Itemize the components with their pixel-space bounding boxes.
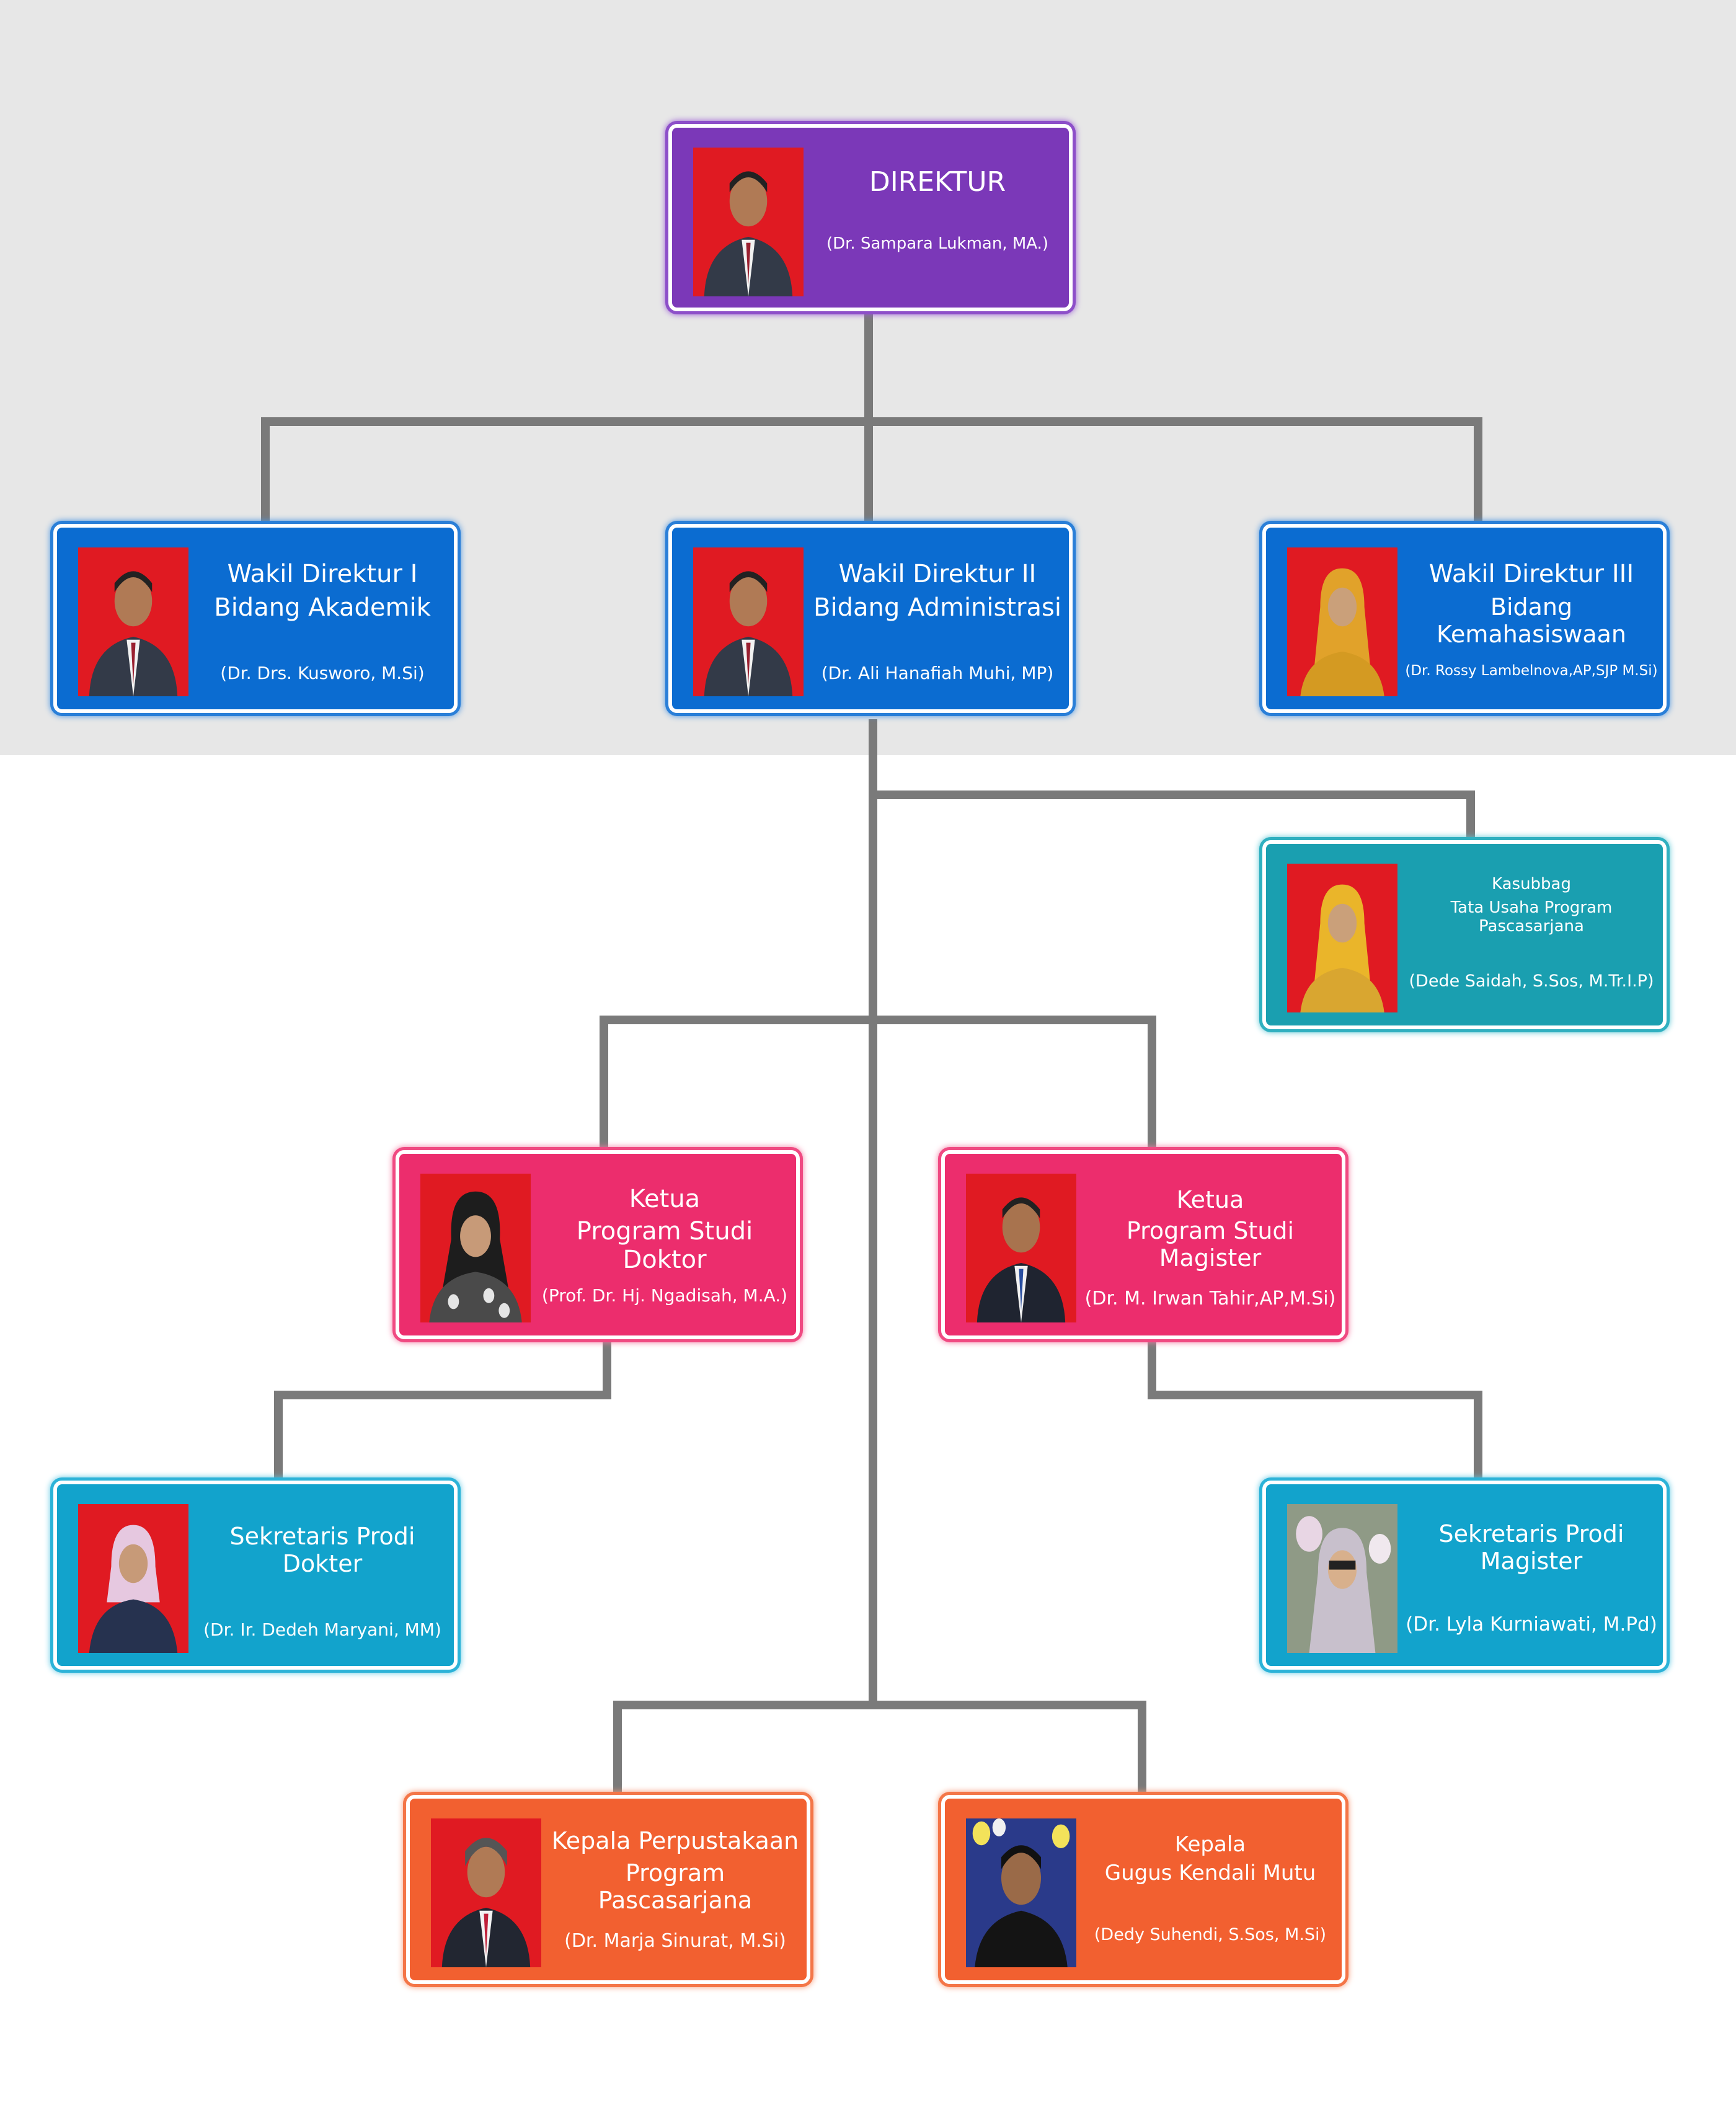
node-kasubbag[interactable]: Kasubbag Tata Usaha Program Pascasarjana… bbox=[1262, 840, 1667, 1029]
person-photo-icon bbox=[693, 148, 804, 296]
person-photo-icon bbox=[78, 1504, 188, 1653]
node-person-name: (Dr. Sampara Lukman, MA.) bbox=[826, 234, 1049, 253]
node-title-line1: Wakil Direktur II bbox=[838, 560, 1037, 588]
node-title-line2: Bidang Administrasi bbox=[813, 593, 1061, 622]
node-person-name: (Prof. Dr. Hj. Ngadisah, M.A.) bbox=[541, 1285, 788, 1306]
person-photo-icon bbox=[1287, 547, 1397, 696]
node-title-line1: Kepala Perpustakaan bbox=[551, 1827, 799, 1854]
node-title-line2: Bidang Akademik bbox=[214, 593, 431, 622]
person-photo-icon bbox=[1287, 1504, 1397, 1653]
connector-ketua bbox=[600, 1016, 1156, 1150]
node-sekretaris-prodi-magister[interactable]: Sekretaris Prodi Magister (Dr. Lyla Kurn… bbox=[1262, 1481, 1667, 1670]
node-wakil-direktur-3[interactable]: Wakil Direktur III Bidang Kemahasiswaan … bbox=[1262, 524, 1667, 713]
node-title-line1: Ketua bbox=[1176, 1186, 1244, 1213]
person-photo-icon bbox=[693, 547, 804, 696]
node-title-line2: Tata Usaha Program Pascasarjana bbox=[1450, 898, 1613, 936]
node-title-line1: DIREKTUR bbox=[869, 166, 1006, 198]
node-title-line2: Program Pascasarjana bbox=[598, 1859, 753, 1914]
node-person-name: (Dr. Drs. Kusworo, M.Si) bbox=[220, 663, 425, 683]
connector-direktur-wadir bbox=[261, 311, 1482, 524]
connector-kasubbag bbox=[873, 790, 1475, 840]
node-title-line1: Kasubbag bbox=[1492, 875, 1571, 893]
node-kepala-gugus-kendali-mutu[interactable]: Kepala Gugus Kendali Mutu (Dedy Suhendi,… bbox=[941, 1795, 1345, 1984]
node-direktur[interactable]: DIREKTUR (Dr. Sampara Lukman, MA.) bbox=[668, 124, 1073, 311]
node-person-name: (Dr. Lyla Kurniawati, M.Pd) bbox=[1406, 1613, 1657, 1636]
node-person-name: (Dedy Suhendi, S.Sos, M.Si) bbox=[1094, 1925, 1327, 1944]
person-photo-icon bbox=[420, 1174, 531, 1322]
node-wakil-direktur-2[interactable]: Wakil Direktur II Bidang Administrasi (D… bbox=[668, 524, 1073, 713]
node-ketua-prodi-magister[interactable]: Ketua Program Studi Magister (Dr. M. Irw… bbox=[941, 1150, 1345, 1339]
person-photo-icon bbox=[1287, 864, 1397, 1012]
node-title-line1: Kepala bbox=[1174, 1832, 1246, 1857]
node-title-line2: Gugus Kendali Mutu bbox=[1104, 1861, 1316, 1885]
node-kepala-perpustakaan[interactable]: Kepala Perpustakaan Program Pascasarjana… bbox=[406, 1795, 810, 1984]
node-title-line1: Wakil Direktur III bbox=[1428, 560, 1634, 588]
node-person-name: (Dr. Rossy Lambelnova,AP,SJP M.Si) bbox=[1405, 663, 1658, 679]
node-person-name: (Dede Saidah, S.Sos, M.Tr.I.P) bbox=[1409, 972, 1654, 991]
node-wakil-direktur-1[interactable]: Wakil Direktur I Bidang Akademik (Dr. Dr… bbox=[53, 524, 458, 713]
node-title-line1: Ketua bbox=[629, 1185, 701, 1213]
node-person-name: (Dr. Ali Hanafiah Muhi, MP) bbox=[821, 663, 1054, 683]
person-photo-icon bbox=[966, 1818, 1076, 1967]
node-title-line2: Program Studi Magister bbox=[1126, 1217, 1295, 1272]
person-photo-icon bbox=[431, 1818, 541, 1967]
node-sekretaris-prodi-dokter[interactable]: Sekretaris Prodi Dokter (Dr. Ir. Dedeh M… bbox=[53, 1481, 458, 1670]
node-person-name: (Dr. M. Irwan Tahir,AP,M.Si) bbox=[1084, 1288, 1336, 1309]
connector-kepala bbox=[613, 1701, 1146, 1795]
person-photo-icon bbox=[78, 547, 188, 696]
node-title-line1: Sekretaris Prodi Dokter bbox=[229, 1523, 415, 1577]
connector-sek-magister bbox=[1148, 1330, 1482, 1481]
connector-sek-doktor bbox=[274, 1330, 611, 1481]
node-title-line1: Sekretaris Prodi Magister bbox=[1438, 1520, 1624, 1575]
person-photo-icon bbox=[966, 1174, 1076, 1322]
node-title-line1: Wakil Direktur I bbox=[227, 560, 418, 588]
node-person-name: (Dr. Ir. Dedeh Maryani, MM) bbox=[203, 1619, 441, 1640]
node-title-line2: Program Studi Doktor bbox=[576, 1217, 753, 1274]
node-title-line2: Bidang Kemahasiswaan bbox=[1437, 593, 1626, 648]
node-person-name: (Dr. Marja Sinurat, M.Si) bbox=[564, 1930, 786, 1952]
node-ketua-prodi-doktor[interactable]: Ketua Program Studi Doktor (Prof. Dr. Hj… bbox=[396, 1150, 800, 1339]
